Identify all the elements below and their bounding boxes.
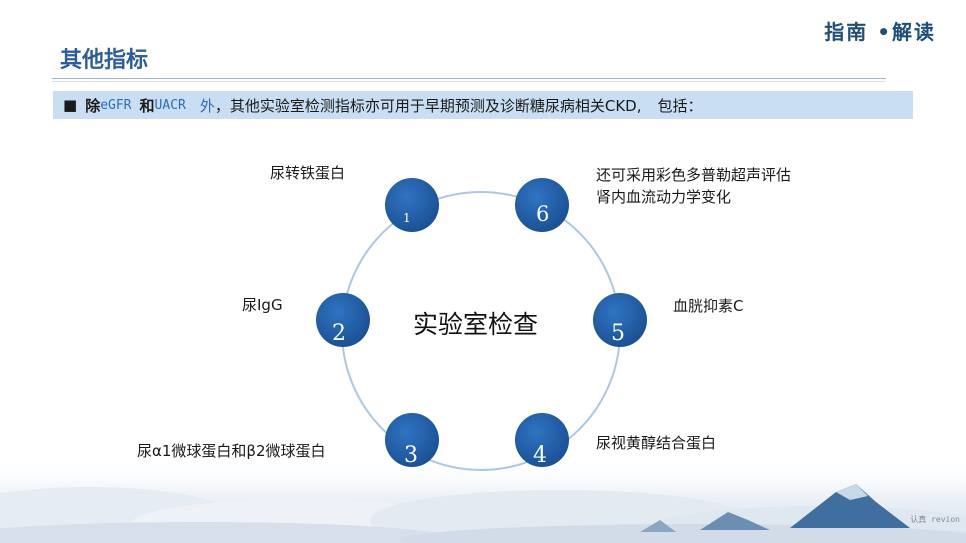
center-label: 实验室检查 [413,310,539,339]
node-number-2: 2 [332,321,346,346]
intro-banner: ■ 除 eGFR 和 UACR 外 ，其他实验室检测指标亦可用于早期预测及诊断糖… [53,91,913,119]
cycle-node-2: 2 [316,293,370,347]
cloud-background [0,455,966,543]
node-number-3: 3 [404,443,418,468]
banner-text-uacr: UACR [154,97,186,113]
page-title: 其他指标 [60,48,149,73]
cycle-node-6: 6 [515,178,569,232]
title-divider [52,78,886,79]
cycle-node-3: 3 [385,413,439,468]
node-label-2: 尿IgG [242,296,283,314]
cycle-node-1: 1 [385,178,439,232]
title-divider-secondary [52,81,886,82]
node-number-5: 5 [611,321,625,346]
node-label-1: 尿转铁蛋白 [270,164,346,182]
node-label-6-line2: 肾内血流动力学变化 [596,188,732,206]
banner-text-except: 除 [85,96,101,115]
node-label-4: 尿视黄醇结合蛋白 [596,434,717,452]
node-label-6-line1: 还可采用彩色多普勒超声评估 [596,166,792,184]
banner-text-include: 包括： [657,96,703,115]
square-bullet-icon: ■ [63,96,78,114]
mountain-peaks [640,484,910,532]
banner-text-rest: ，其他实验室检测指标亦可用于早期预测及诊断糖尿病相关CKD, [214,96,642,115]
node-number-6: 6 [536,202,549,226]
cycle-node-5: 5 [593,293,647,347]
node-label-3: 尿α1微球蛋白和β2微球蛋白 [137,442,326,460]
banner-text-and: 和 [139,96,155,115]
banner-text-egfr: eGFR [100,97,132,113]
node-number-1: 1 [403,211,411,225]
cycle-node-4: 4 [515,413,569,468]
banner-text-outside: 外 [199,96,215,115]
watermark: 认真 revion [910,515,960,524]
node-label-5: 血胱抑素C [673,297,744,315]
brand-logo-text: 指南 •解读 [824,20,936,44]
node-number-4: 4 [533,443,547,468]
